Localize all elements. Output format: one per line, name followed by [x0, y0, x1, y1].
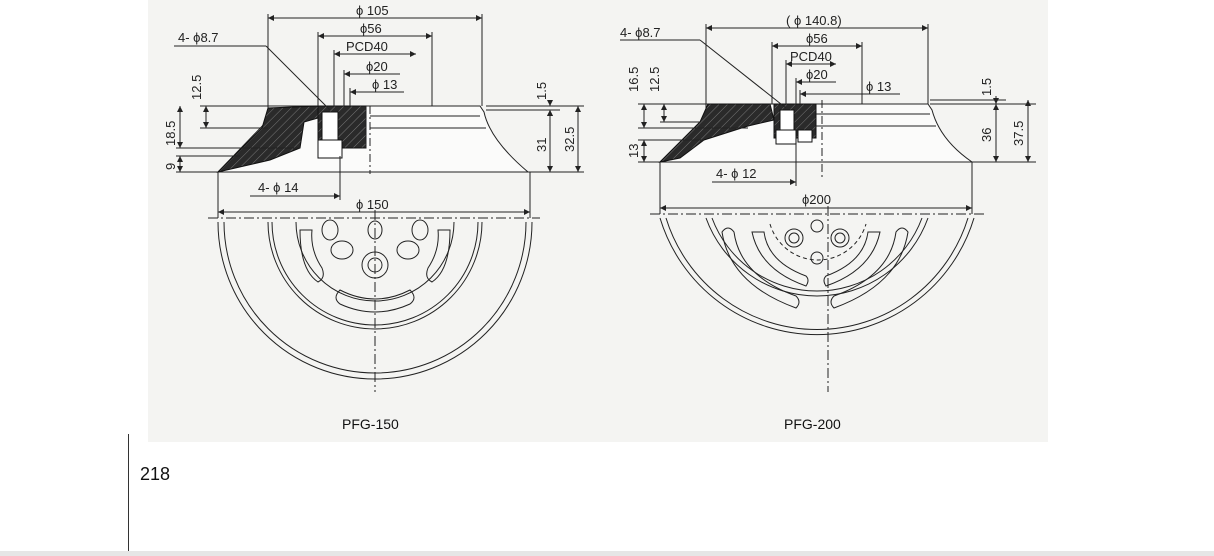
pfg150-dim-h31: 31: [534, 138, 549, 152]
pfg200-dim-h37-5: 37.5: [1011, 121, 1026, 146]
pfg150-dim-d56: ϕ56: [360, 21, 382, 36]
pfg150-dim-h1-5: 1.5: [534, 82, 549, 100]
pfg150-dim-h18-5: 18.5: [163, 121, 178, 146]
pfg150-flange-arc: [267, 221, 483, 330]
pfg200-dim-d140-8: ( ϕ 140.8): [786, 13, 842, 28]
pfg200-dim-d56: ϕ56: [806, 31, 828, 46]
pfg150-drawing: [174, 14, 584, 392]
pfg200-caption: PFG-200: [784, 416, 841, 432]
pfg150-dim-holes-bottom: 4- ϕ 14: [258, 180, 299, 195]
pfg200-dim-h1-5: 1.5: [979, 78, 994, 96]
pfg200-dim-h13: 13: [626, 144, 641, 158]
pfg150-labels: ϕ 105 ϕ56 PCD40 ϕ20 ϕ 13 4- ϕ8.7 12.5 18…: [163, 3, 577, 432]
pfg200-slot-right: [830, 227, 909, 309]
pfg150-nut: [317, 139, 343, 159]
pfg150-dim-h9: 9: [163, 163, 178, 170]
pfg150-outer-arc: [217, 221, 533, 380]
pfg200-dim-d13: ϕ 13: [866, 79, 891, 94]
page-number: 218: [140, 464, 171, 484]
pfg150-dim-d13: ϕ 13: [372, 77, 397, 92]
pfg200-dim-holes-top: 4- ϕ8.7: [620, 25, 661, 40]
pfg200-labels: ( ϕ 140.8) ϕ56 PCD40 ϕ20 ϕ 13 4- ϕ8.7 16…: [620, 13, 1026, 432]
pfg150-dim-pcd: PCD40: [346, 39, 388, 54]
pfg200-dim-d200: ϕ200: [802, 192, 831, 207]
pfg200-dim-d20: ϕ20: [806, 67, 828, 82]
pfg200-dim-h12-5: 12.5: [647, 67, 662, 92]
pfg200-dim-pcd: PCD40: [790, 49, 832, 64]
pfg150-center-hole: [361, 251, 389, 279]
pfg150-bottom-slot: [335, 289, 415, 313]
page-margin-rule: [128, 434, 129, 552]
pfg200-dim-holes-bottom: 4- ϕ 12: [716, 166, 757, 181]
pfg200-dim-h36: 36: [979, 128, 994, 142]
pfg150-dim-d105: ϕ 105: [356, 3, 389, 18]
pfg200-dims: [620, 24, 1036, 214]
pfg150-dim-d20: ϕ20: [366, 59, 388, 74]
pfg200-outer-arc: [659, 217, 975, 336]
pfg150-inner-arc: [223, 221, 527, 374]
pfg200-dim-h16-5: 16.5: [626, 67, 641, 92]
pfg200-slot-left: [721, 227, 800, 309]
bottom-bar: [0, 551, 1214, 556]
pfg150-dim-holes-top-label: 4- ϕ8.7: [178, 30, 219, 45]
pfg150-dim-d150: ϕ 150: [356, 197, 389, 212]
pfg200-hole: [784, 228, 804, 248]
pfg150-bolt: [321, 111, 339, 145]
pfg150-dim-h32-5: 32.5: [562, 127, 577, 152]
pfg200-drawing: [620, 24, 1036, 392]
pfg150-dim-h12-5: 12.5: [189, 75, 204, 100]
drawing-panel: [148, 0, 1048, 442]
pfg150-caption: PFG-150: [342, 416, 399, 432]
pfg150-dims: [174, 14, 584, 218]
pfg150-hole: [330, 240, 354, 260]
